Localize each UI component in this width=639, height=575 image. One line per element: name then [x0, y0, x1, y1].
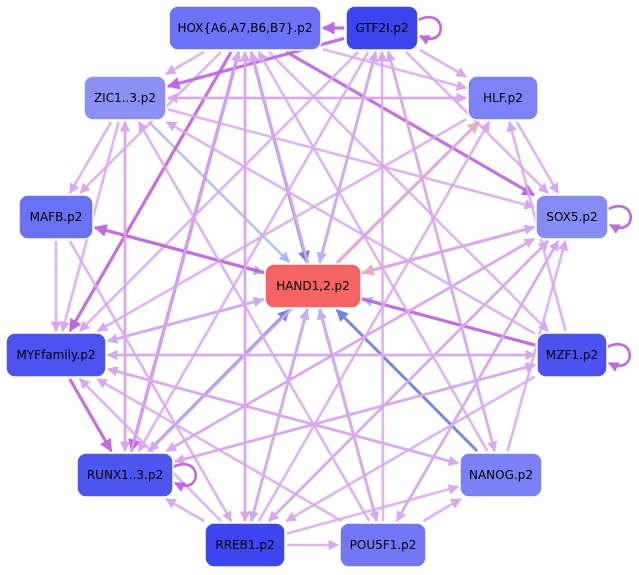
edge-nanog-to-gtf2i: [385, 50, 496, 452]
edge-hox-to-zic: [165, 50, 205, 76]
node-box-nanog: [459, 452, 543, 498]
node-box-sox5: [535, 194, 609, 240]
node-label-hox: HOX{A6,A7,B6,B7}.p2: [177, 21, 312, 35]
edge-nanog-to-hand: [335, 308, 479, 453]
node-gtf2i[interactable]: GTF2I.p2: [345, 5, 419, 51]
node-box-pou5f1: [339, 522, 427, 568]
node-rreb1[interactable]: RREB1.p2: [204, 522, 286, 568]
node-mafb[interactable]: MAFB.p2: [18, 194, 94, 240]
node-box-gtf2i: [345, 5, 419, 51]
edge-pou5f1-to-nanog: [422, 497, 462, 523]
edge-hox-to-hlf: [322, 47, 468, 91]
edge-mzf1-to-rreb1: [285, 375, 536, 523]
edge-gtf2i-to-hlf: [419, 48, 467, 78]
edge-runx-to-hox: [130, 50, 242, 452]
node-box-mafb: [18, 194, 94, 240]
node-box-mzf1: [536, 332, 608, 378]
node-label-pou5f1: POU5F1.p2: [350, 538, 417, 552]
node-box-zic: [83, 75, 167, 121]
node-myf[interactable]: MYFfamily.p2: [5, 332, 107, 378]
edge-hlf-to-myf: [96, 118, 467, 333]
node-label-zic: ZIC1..3.p2: [94, 91, 156, 105]
edge-rreb1-to-hlf: [257, 121, 491, 522]
node-label-runx: RUNX1..3.p2: [87, 468, 163, 482]
self-loop-layer: [172, 16, 632, 492]
node-hand[interactable]: HAND1,2.p2: [264, 263, 362, 309]
node-box-hand: [264, 263, 362, 309]
node-nanog[interactable]: NANOG.p2: [459, 452, 543, 498]
edge-runx-to-mzf1: [174, 362, 537, 463]
node-label-gtf2i: GTF2I.p2: [355, 21, 408, 35]
edge-rreb1-to-myf: [78, 378, 223, 522]
edge-nanog-to-hox: [257, 51, 489, 452]
node-label-mafb: MAFB.p2: [30, 210, 83, 224]
node-box-rreb1: [204, 522, 286, 568]
edge-zic-to-mafb: [68, 121, 113, 194]
edge-zic-to-sox5: [167, 108, 536, 210]
edge-pou5f1-to-zic: [137, 121, 371, 522]
edge-rreb1-to-runx: [165, 497, 205, 523]
edge-pou5f1-to-gtf2i: [376, 50, 388, 522]
node-mzf1[interactable]: MZF1.p2: [536, 332, 608, 378]
node-box-runx: [76, 452, 174, 498]
edge-runx-to-sox5: [165, 237, 535, 453]
node-label-rreb1: RREB1.p2: [215, 538, 274, 552]
node-label-nanog: NANOG.p2: [469, 468, 533, 482]
node-label-hlf: HLF.p2: [483, 91, 523, 105]
edge-nanog-to-myf: [106, 366, 459, 465]
node-label-myf: MYFfamily.p2: [17, 348, 96, 362]
edge-pou5f1-to-sox5: [395, 240, 560, 522]
edge-pou5f1-to-myf: [96, 377, 343, 523]
edge-hox-to-sox5: [285, 50, 536, 197]
edge-myf-to-runx: [68, 378, 113, 453]
node-label-sox5: SOX5.p2: [546, 210, 597, 224]
edge-rreb1-to-sox5: [267, 240, 550, 522]
edge-hox-to-mafb: [79, 51, 222, 194]
node-runx[interactable]: RUNX1..3.p2: [76, 452, 174, 498]
node-sox5[interactable]: SOX5.p2: [535, 194, 609, 240]
self-loop-mzf1: [606, 343, 631, 372]
node-label-hand: HAND1,2.p2: [276, 279, 350, 293]
self-loop-sox5: [607, 205, 632, 234]
node-box-myf: [5, 332, 107, 378]
edge-gtf2i-to-runx: [137, 51, 370, 452]
self-loop-runx: [172, 463, 197, 492]
node-hox[interactable]: HOX{A6,A7,B6,B7}.p2: [168, 5, 322, 51]
edge-hlf-to-sox5: [515, 121, 560, 194]
node-box-hlf: [467, 75, 539, 121]
node-hlf[interactable]: HLF.p2: [467, 75, 539, 121]
self-loop-gtf2i: [417, 16, 442, 45]
edge-mzf1-to-zic: [165, 120, 536, 335]
node-zic[interactable]: ZIC1..3.p2: [83, 75, 167, 121]
node-box-hox: [168, 5, 322, 51]
node-label-mzf1: MZF1.p2: [546, 348, 598, 362]
node-pou5f1[interactable]: POU5F1.p2: [339, 522, 427, 568]
